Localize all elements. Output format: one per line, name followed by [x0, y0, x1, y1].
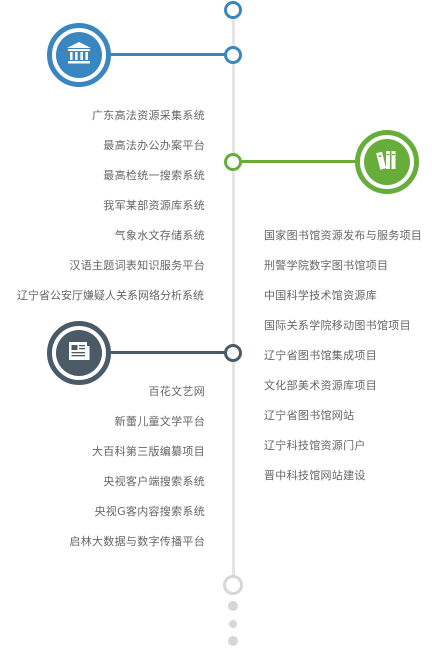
list-item[interactable]: 文化部美术资源库项目	[264, 379, 377, 392]
list-item[interactable]: 辽宁省图书馆网站	[264, 409, 355, 422]
list-item[interactable]: 国际关系学院移动图书馆项目	[264, 319, 411, 332]
connector-line-second	[240, 160, 360, 163]
hub-first	[47, 23, 111, 87]
list-item[interactable]: 汉语主题词表知识服务平台	[69, 259, 205, 272]
list-item[interactable]: 百花文艺网	[148, 385, 205, 398]
list-item[interactable]: 辽宁科技馆资源门户	[264, 439, 366, 452]
list-item[interactable]: 辽宁省公安厅嫌疑人关系网络分析系统	[17, 289, 204, 302]
connector-line-first	[100, 53, 226, 56]
list-item[interactable]: 气象水文存储系统	[114, 229, 205, 242]
timeline-spine	[232, 16, 235, 576]
list-item[interactable]: 启林大数据与数字传播平台	[69, 535, 205, 548]
list-item[interactable]: 晋中科技馆网站建设	[264, 469, 366, 482]
hub-third	[47, 321, 111, 385]
trailing-dot	[228, 601, 238, 611]
list-item[interactable]: 央视客户端搜索系统	[103, 475, 205, 488]
timeline-node-end	[223, 575, 243, 595]
list-item[interactable]: 国家图书馆资源发布与服务项目	[264, 229, 423, 242]
list-item[interactable]: 广东高法资源采集系统	[92, 109, 205, 122]
list-item[interactable]: 央视G客内容搜索系统	[94, 505, 205, 518]
timeline-node-third	[224, 344, 242, 362]
list-item[interactable]: 刑警学院数字图书馆项目	[264, 259, 389, 272]
list-item[interactable]: 中国科学技术馆资源库	[264, 289, 377, 302]
books-icon	[375, 148, 399, 176]
timeline-node-first	[224, 46, 242, 64]
list-item[interactable]: 最高检统一搜索系统	[103, 169, 205, 182]
hub-second	[355, 130, 419, 194]
trailing-dot	[228, 636, 238, 646]
connector-line-third	[100, 351, 226, 354]
building-icon	[66, 41, 92, 69]
list-item[interactable]: 最高法办公办案平台	[103, 139, 205, 152]
timeline-node-top	[224, 1, 242, 19]
list-item[interactable]: 我军某部资源库系统	[103, 199, 205, 212]
timeline-node-second	[224, 153, 242, 171]
trailing-dot	[229, 620, 237, 628]
newspaper-icon	[67, 340, 91, 366]
list-item[interactable]: 大百科第三版编纂项目	[92, 445, 205, 458]
list-item[interactable]: 新蕾儿童文学平台	[114, 415, 205, 428]
list-item[interactable]: 辽宁省图书馆集成项目	[264, 349, 377, 362]
